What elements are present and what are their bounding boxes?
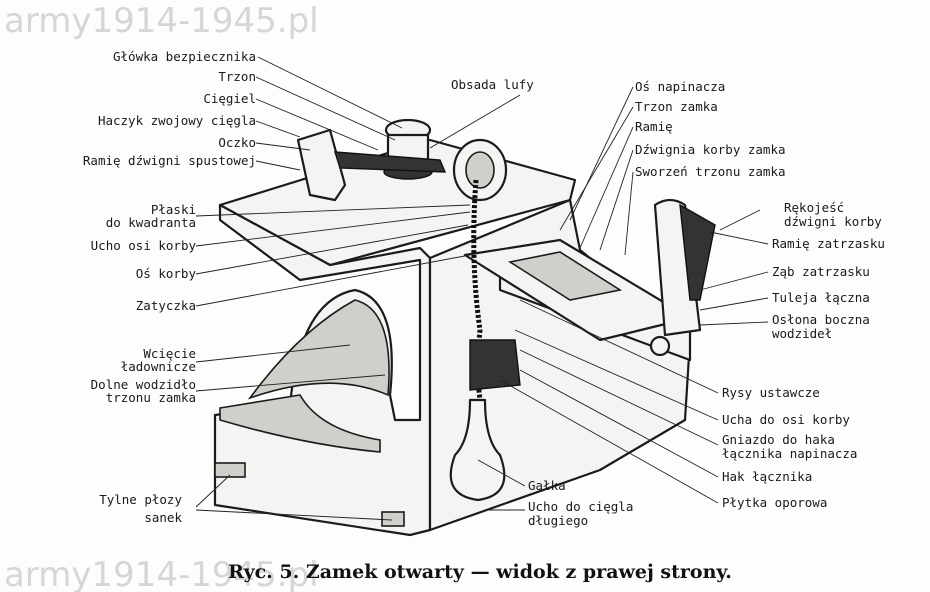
label-breech-stem: Trzon zamka xyxy=(635,99,718,114)
label-sleeve: Tuleja łączna xyxy=(772,290,870,305)
label-lower-guide-2: trzonu zamka xyxy=(106,390,196,405)
trigger-lever-arm xyxy=(296,128,347,202)
label-barrel-mount: Obsada lufy xyxy=(451,77,534,92)
watermark-top: army1914-1945.pl xyxy=(4,1,319,41)
carrier-slot xyxy=(507,251,623,301)
label-hook-socket-2: łącznika napinacza xyxy=(722,446,857,461)
label-crank-axle: Oś korby xyxy=(136,266,197,281)
label-crank-lever: Dźwignia korby zamka xyxy=(635,142,786,157)
label-flat-quadrant: do kwadranta xyxy=(106,215,196,230)
label-lower-guide: Dolne wodzidło xyxy=(91,377,196,392)
label-knob: Gałka xyxy=(528,478,566,493)
label-hook-socket: Gniazdo do haka xyxy=(722,432,835,447)
labels-right: Oś napinacza Trzon zamka Ramię Dźwignia … xyxy=(635,79,885,510)
label-pull-rod: Cięgiel xyxy=(203,91,256,106)
label-stem: Trzon xyxy=(218,69,256,84)
label-stem-bolt: Sworzeń trzonu zamka xyxy=(635,164,786,179)
label-long-rod-eye-2: długiego xyxy=(528,513,588,528)
rear-runner-right xyxy=(381,511,405,527)
eye-ring-hole xyxy=(465,151,495,189)
crank-pin xyxy=(649,335,671,357)
label-coil-hook: Haczyk zwojowy cięgla xyxy=(98,113,256,128)
breech-drawing xyxy=(213,118,716,537)
leader-lines xyxy=(195,56,769,521)
label-cocking-axle: Oś napinacza xyxy=(635,79,725,94)
label-connector-hook: Hak łącznika xyxy=(722,469,812,484)
coil-link xyxy=(334,151,447,173)
label-side-cover-2: wodzideł xyxy=(772,326,832,341)
loading-cutout xyxy=(247,299,390,400)
label-handle: Rękojeść xyxy=(784,200,844,215)
watermark-bottom: army1914-1945.pl xyxy=(4,555,319,592)
label-plug: Zatyczka xyxy=(136,298,196,313)
label-arm: Ramię xyxy=(635,119,673,134)
crank-handle xyxy=(653,198,702,337)
label-safety-head: Główka bezpiecznika xyxy=(113,49,256,64)
label-loading-cut: Wcięcie xyxy=(143,346,196,361)
label-crank-axle-eye: Ucho osi korby xyxy=(91,238,197,253)
lower-guide xyxy=(219,394,381,453)
lanyard-knob xyxy=(449,398,506,502)
label-flat: Płaski xyxy=(151,202,196,217)
label-rear-runners: Tylne płozy xyxy=(99,492,182,507)
label-loading-cut-2: ładownicze xyxy=(121,359,196,374)
label-crank-axle-eyes: Ucha do osi korby xyxy=(722,412,850,427)
label-rear-runners-2: sanek xyxy=(144,510,182,525)
label-latch-tooth: Ząb zatrzasku xyxy=(772,264,870,279)
figure-caption: Ryc. 5. Zamek otwarty — widok z prawej s… xyxy=(228,561,732,583)
labels-left: Główka bezpiecznika Trzon Cięgiel Haczyk… xyxy=(83,49,256,525)
label-side-cover: Osłona boczna xyxy=(772,312,870,327)
labels-bottom: Gałka Ucho do cięgla długiego xyxy=(528,478,633,528)
label-setting-marks: Rysy ustawcze xyxy=(722,385,820,400)
label-handle-2: dźwigni korby xyxy=(784,214,882,229)
label-thrust-plate: Płytka oporowa xyxy=(722,495,827,510)
label-eyelet: Oczko xyxy=(218,135,256,150)
crank-grip xyxy=(679,203,716,301)
label-trigger-arm: Ramię dźwigni spustowej xyxy=(83,153,256,168)
rear-runner-left xyxy=(214,462,246,478)
label-latch-arm: Ramię zatrzasku xyxy=(772,236,885,251)
label-long-rod-eye: Ucho do cięgla xyxy=(528,499,633,514)
connector-hook xyxy=(469,339,521,391)
